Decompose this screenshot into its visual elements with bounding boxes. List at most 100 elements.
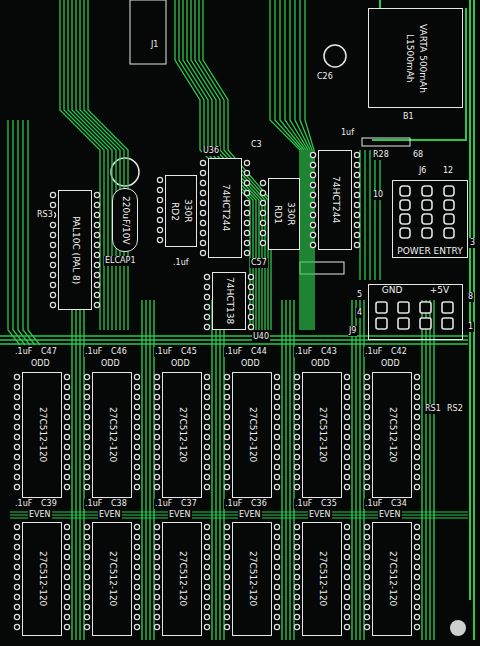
- silk-label: U40: [252, 332, 270, 342]
- ic-chip: 74HCT244: [318, 150, 352, 250]
- signal-trace: [195, 0, 265, 330]
- pin-pad: [204, 404, 209, 409]
- pin-pad: [344, 534, 349, 539]
- pin-pad: [84, 554, 89, 559]
- header-pad: [398, 318, 409, 329]
- pin-pad: [414, 554, 419, 559]
- pin-pad: [84, 464, 89, 469]
- pin-pad: [64, 484, 69, 489]
- pin-pad: [294, 414, 299, 419]
- signal-trace: [374, 150, 375, 280]
- pin-pad: [134, 614, 139, 619]
- pin-pad: [134, 404, 139, 409]
- connector-pad: [422, 228, 432, 238]
- pin-pad: [414, 604, 419, 609]
- silk-label: ODD: [100, 359, 121, 369]
- pin-pad: [224, 384, 229, 389]
- pin-pad: [294, 554, 299, 559]
- pin-pad: [204, 624, 209, 629]
- bus-trace: [359, 300, 360, 640]
- pin-pad: [414, 444, 419, 449]
- silk-label: C38: [110, 499, 128, 509]
- pin-pad: [344, 614, 349, 619]
- pin-pad: [14, 614, 19, 619]
- pin-pad: [364, 604, 369, 609]
- header-pad: [376, 302, 387, 313]
- pin-pad: [364, 474, 369, 479]
- battery-box: L1500mAhVARTA 500mAh: [368, 8, 463, 108]
- bus-trace: [75, 300, 76, 640]
- pin-pad: [154, 414, 159, 419]
- eprom-chip: 27C512-120: [162, 522, 202, 636]
- signal-trace: [175, 0, 250, 330]
- pin-pad: [244, 230, 249, 235]
- pin-pad: [94, 222, 99, 227]
- pin-pad: [414, 584, 419, 589]
- pin-pad: [14, 434, 19, 439]
- silk-label: 1uf: [340, 128, 355, 138]
- header-pad: [420, 302, 431, 313]
- silk-label: EVEN: [28, 510, 52, 520]
- pin-pad: [224, 414, 229, 419]
- pin-pad: [134, 414, 139, 419]
- pin-pad: [414, 394, 419, 399]
- bus-trace: [421, 300, 422, 640]
- pin-pad: [204, 414, 209, 419]
- pin-pad: [94, 262, 99, 267]
- pin-pad: [64, 404, 69, 409]
- pin-pad: [157, 217, 162, 222]
- pin-pad: [157, 177, 162, 182]
- pin-pad: [64, 624, 69, 629]
- pin-pad: [134, 584, 139, 589]
- eprom-chip: 27C512-120: [92, 522, 132, 636]
- bus-trace: [79, 300, 80, 640]
- pin-pad: [84, 584, 89, 589]
- pin-pad: [274, 464, 279, 469]
- connector-pad: [444, 214, 454, 224]
- bus-trace: [0, 343, 468, 344]
- pin-pad: [364, 394, 369, 399]
- power-connector: POWER ENTRY: [392, 180, 468, 258]
- pin-pad: [14, 584, 19, 589]
- pin-pad: [344, 544, 349, 549]
- pin-pad: [134, 524, 139, 529]
- pin-pad: [134, 434, 139, 439]
- pin-pad: [354, 192, 359, 197]
- eprom-chip: 27C512-120: [232, 372, 272, 498]
- pin-pad: [14, 524, 19, 529]
- bus-trace: [351, 300, 352, 640]
- silk-label: ELCAP1: [104, 256, 136, 266]
- pin-pad: [14, 474, 19, 479]
- pin-pad: [157, 207, 162, 212]
- pin-pad: [274, 564, 279, 569]
- silk-label: EVEN: [378, 510, 402, 520]
- pin-pad: [154, 564, 159, 569]
- chip-label: VARTA 500mAh: [417, 24, 428, 93]
- pin-pad: [344, 604, 349, 609]
- ic-chip: 74HCT244: [208, 158, 242, 258]
- pin-pad: [354, 152, 359, 157]
- pin-pad: [260, 210, 265, 215]
- eprom-chip: 27C512-120: [372, 372, 412, 498]
- silk-label: C44: [250, 347, 268, 357]
- pin-pad: [14, 624, 19, 629]
- pin-pad: [50, 292, 55, 297]
- pin-pad: [154, 584, 159, 589]
- pin-pad: [14, 544, 19, 549]
- silk-label: C34: [390, 499, 408, 509]
- pin-pad: [260, 220, 265, 225]
- pin-pad: [224, 584, 229, 589]
- pin-pad: [274, 394, 279, 399]
- pin-pad: [64, 614, 69, 619]
- pin-pad: [224, 624, 229, 629]
- pin-pad: [224, 444, 229, 449]
- pin-pad: [414, 484, 419, 489]
- header-pad: [376, 318, 387, 329]
- pin-pad: [274, 484, 279, 489]
- pin-pad: [274, 404, 279, 409]
- pin-pad: [50, 202, 55, 207]
- pin-pad: [14, 444, 19, 449]
- silk-label: ODD: [310, 359, 331, 369]
- chip-label: RD1: [272, 205, 283, 224]
- pin-pad: [50, 262, 55, 267]
